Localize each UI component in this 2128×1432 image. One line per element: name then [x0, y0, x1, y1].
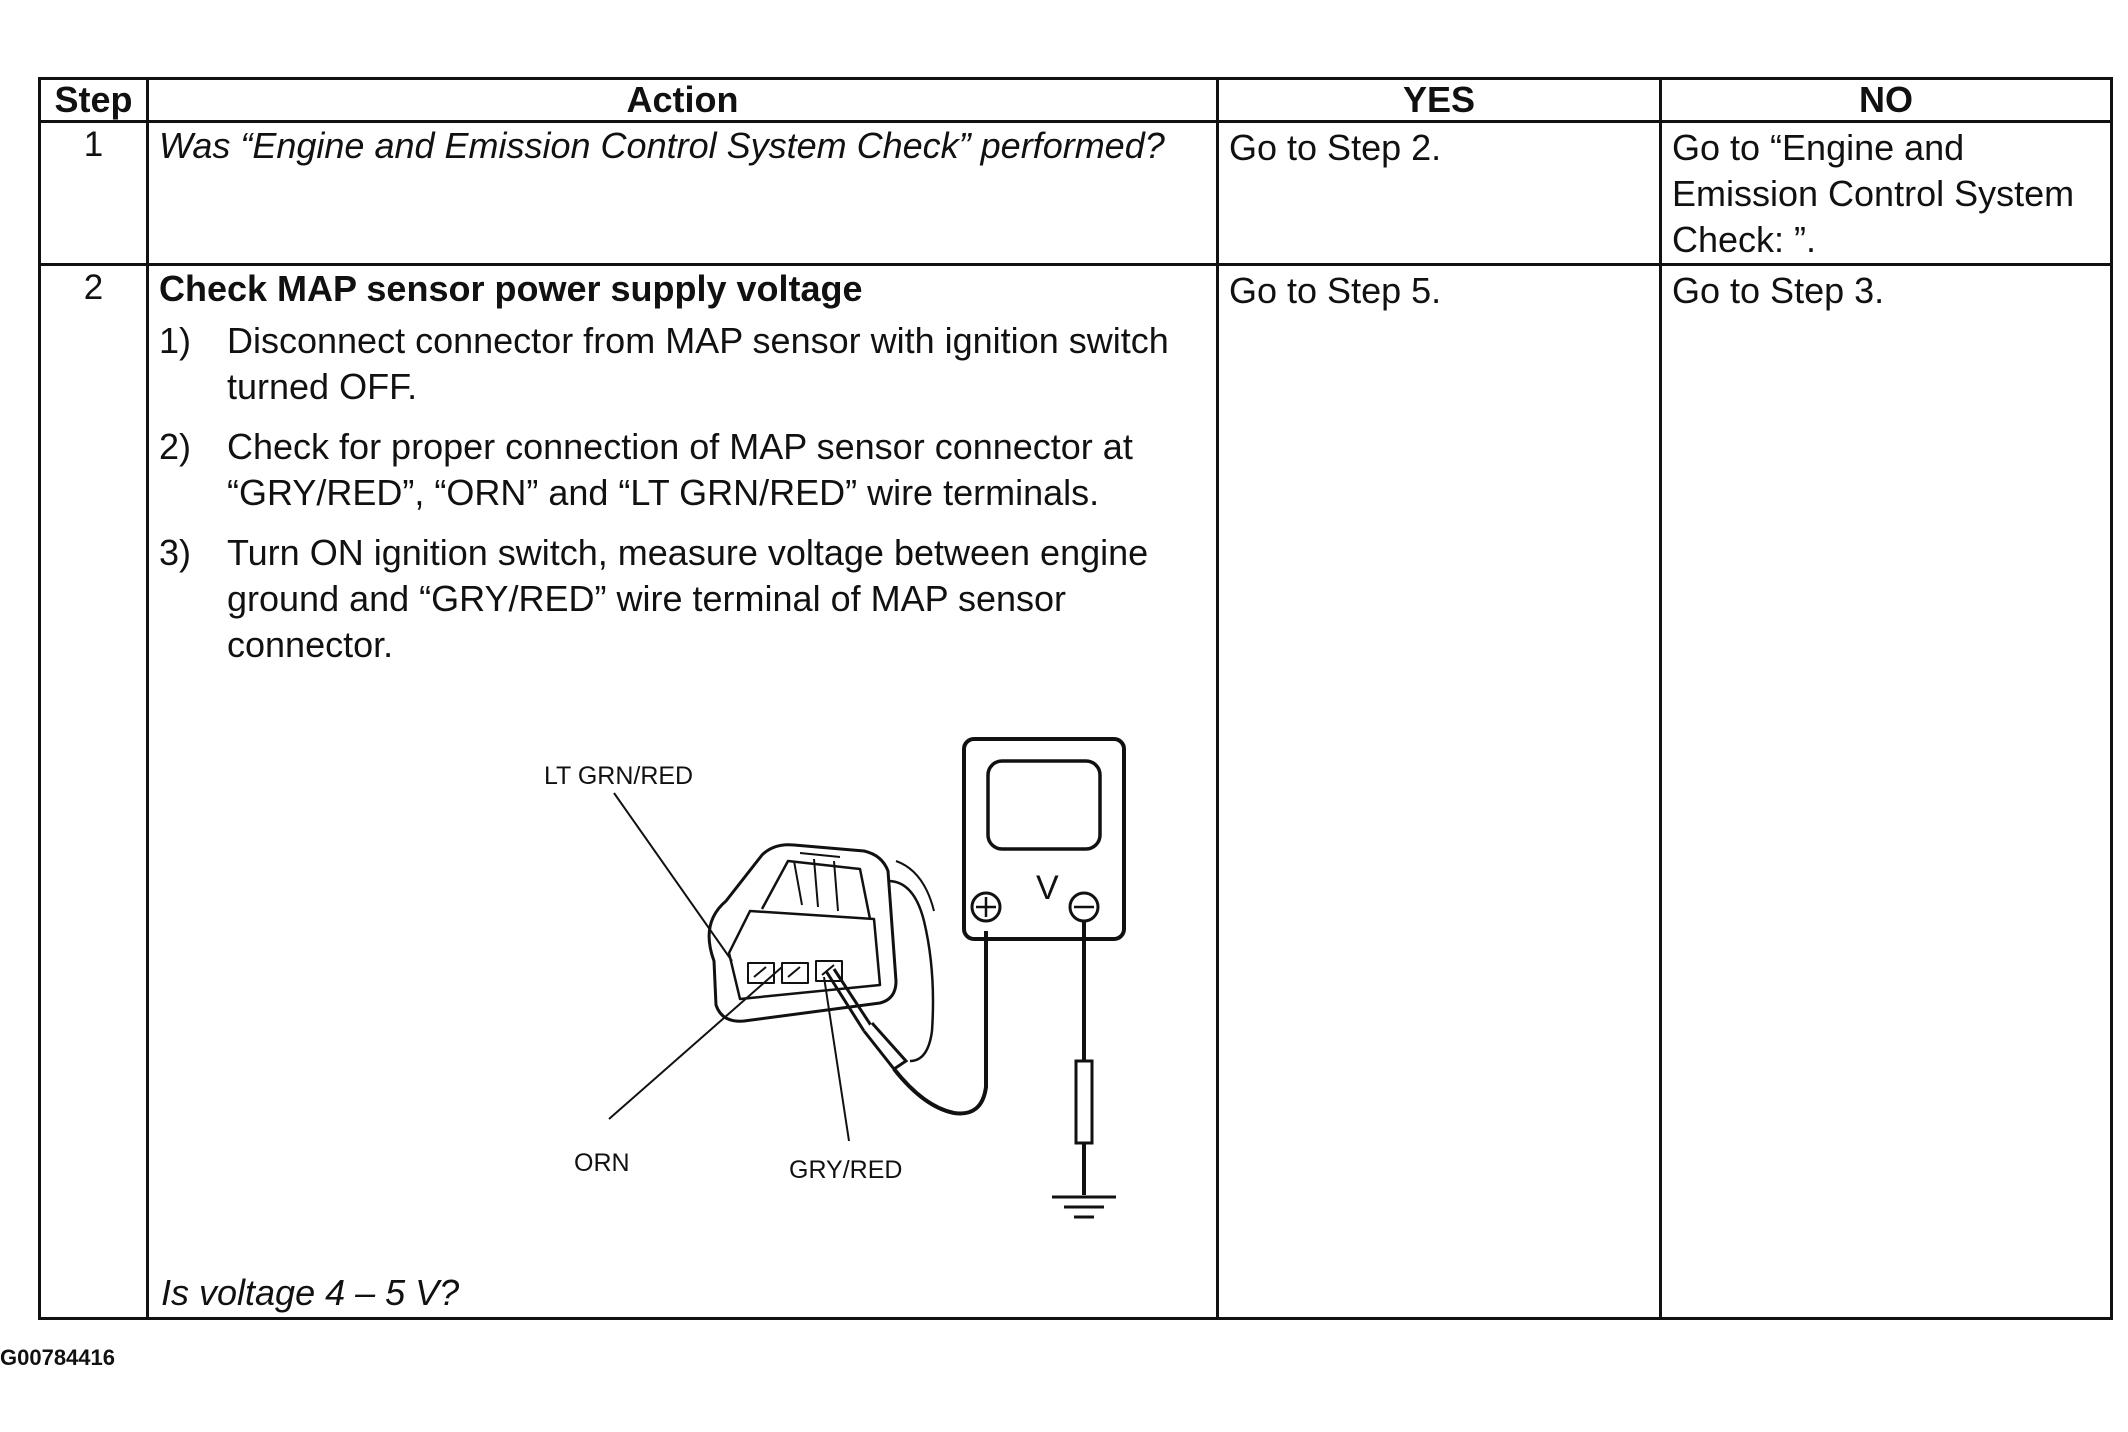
action-question: Is voltage 4 – 5 V? — [161, 1272, 460, 1313]
list-item: 2) Check for proper connection of MAP se… — [159, 424, 1216, 516]
action-title: Check MAP sensor power supply voltage — [159, 268, 863, 309]
substep-number: 2) — [159, 426, 192, 467]
action-question: Was “Engine and Emission Control System … — [159, 125, 1165, 166]
action-cell: Check MAP sensor power supply voltage 1)… — [146, 263, 1219, 1320]
table-row: 2 Check MAP sensor power supply voltage … — [38, 263, 2113, 1320]
action-cell: Was “Engine and Emission Control System … — [146, 120, 1219, 266]
label-lt-grn-red: LT GRN/RED — [544, 762, 693, 790]
ground-lead-icon — [1074, 921, 1094, 1195]
no-cell: Go to “Engine and Emission Control Syste… — [1659, 120, 2113, 266]
leader-line-orn — [608, 966, 783, 1120]
figure-id: G00784416 — [0, 1345, 115, 1370]
substep-list: 1) Disconnect connector from MAP sensor … — [149, 318, 1216, 668]
list-item: 1) Disconnect connector from MAP sensor … — [159, 318, 1216, 410]
header-no: NO — [1659, 77, 2113, 123]
substep-text: Check for proper connection of MAP senso… — [227, 426, 1133, 513]
header-step: Step — [38, 77, 149, 123]
substep-text: Turn ON ignition switch, measure voltage… — [227, 532, 1149, 665]
label-gry-red: GRY/RED — [789, 1156, 902, 1184]
voltmeter-connector-diagram: LT GRN/RED — [544, 737, 1126, 1219]
yes-cell: Go to Step 5. — [1216, 263, 1662, 1320]
leader-line-lt-grn-red — [613, 792, 733, 962]
header-action: Action — [146, 77, 1219, 123]
substep-text: Disconnect connector from MAP sensor wit… — [227, 320, 1169, 407]
table-header-row: Step Action YES NO — [38, 77, 2113, 123]
voltmeter-icon — [962, 737, 1126, 941]
diagnostic-table: Step Action YES NO 1 Was “Engine and Emi… — [38, 77, 2113, 1320]
step-number: 2 — [38, 263, 149, 1320]
yes-cell: Go to Step 2. — [1216, 120, 1662, 266]
table-row: 1 Was “Engine and Emission Control Syste… — [38, 120, 2113, 266]
step-number: 1 — [38, 120, 149, 266]
header-yes: YES — [1216, 77, 1662, 123]
leader-line-gry-red — [823, 976, 850, 1142]
map-sensor-connector-icon — [707, 843, 935, 1063]
ground-symbol-icon — [1052, 1195, 1116, 1219]
substep-number: 3) — [159, 532, 192, 573]
no-cell: Go to Step 3. — [1659, 263, 2113, 1320]
list-item: 3) Turn ON ignition switch, measure volt… — [159, 530, 1216, 668]
meter-unit-label: V — [1036, 869, 1059, 907]
probe-icon — [824, 931, 988, 1116]
substep-number: 1) — [159, 320, 192, 361]
label-orn: ORN — [574, 1149, 630, 1177]
